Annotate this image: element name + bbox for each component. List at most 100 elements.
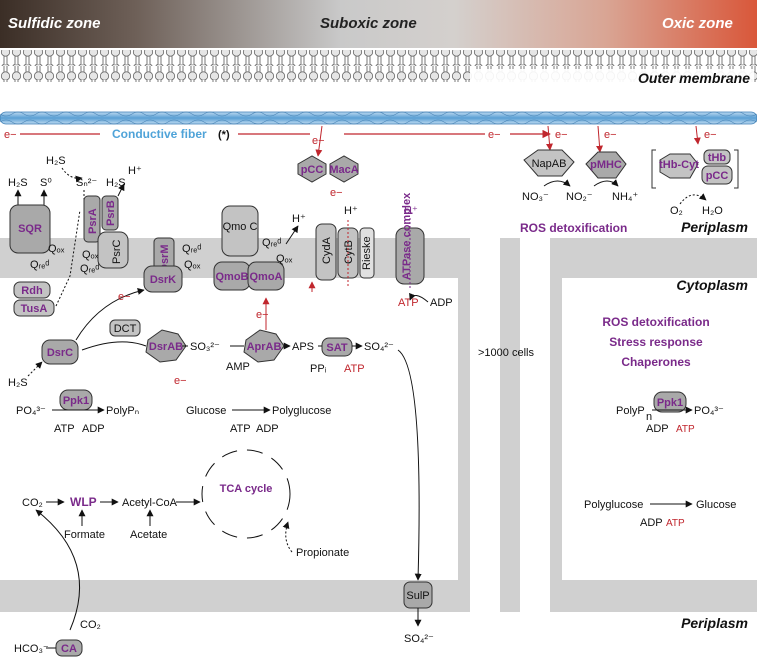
glucose-atp: ATP [230,423,251,435]
inner-membrane-bottom-right [550,580,757,612]
psr-qred: Qᵣₑᵈ [80,263,99,275]
rdh-label: Rdh [21,285,43,297]
glucose-atp-right: ATP [666,518,685,529]
thbcyt-protein [659,153,699,179]
hplus-cyt: H⁺ [344,205,358,217]
napab-label: NapAB [532,158,567,170]
no2-label: NO₂⁻ [566,191,593,203]
ppi-label: PPᵢ [310,363,327,375]
amp-label: AMP [226,361,250,373]
pmhc-protein [585,151,627,179]
dsrc-label: DsrC [47,347,73,359]
rdh-protein [13,281,51,299]
dct-protein [109,319,141,337]
electron-pcc: e− [312,135,325,147]
hco3-label: HCO₃⁻ [14,643,49,655]
ppk1-adp-left: ADP [82,423,105,435]
glucose-left: Glucose [186,405,226,417]
po4-right: PO₄³⁻ [694,405,724,417]
outer-membrane-top-leaflet [0,50,757,66]
glucose-right: Glucose [696,499,736,511]
polyp-right: PolyP [616,405,645,417]
acetylcoa-label: Acetyl-CoA [122,497,178,509]
dsrm-label: DsrM [159,244,171,272]
electron-dsrk: e− [118,291,131,303]
pcc-protein-right [701,165,733,185]
rieske-label: Rieske [361,236,373,270]
zone-sulfidic-label: Sulfidic zone [8,15,101,32]
glucose-adp: ADP [256,423,279,435]
psrc-label: PsrC [111,240,123,265]
pcc-label-right: pCC [706,170,729,182]
pmhc-label: pMHC [590,159,622,171]
electron-dsrab: e− [174,375,187,387]
so3-label: SO₃²⁻ [190,341,220,353]
zone-suboxic-label: Suboxic zone [320,15,417,32]
polyglucose-left: Polyglucose [272,405,331,417]
ros-cytoplasm-label: ROS detoxification [602,315,709,329]
sqr-protein [9,204,51,254]
ppk1-atp-right: ATP [676,424,695,435]
psr-qox: Qₒₓ [82,249,99,261]
zone-gradient-band [0,0,757,48]
sn-label: Sₙ²⁻ [76,177,97,189]
electron-napab: e− [555,129,568,141]
polyp-left: PolyPₙ [106,405,139,417]
wlp-label: WLP [70,495,97,509]
thb-label: tHb [708,152,727,164]
sat-atp: ATP [344,363,365,375]
zone-oxic-label: Oxic zone [662,15,733,32]
formate-label: Formate [64,529,105,541]
fiber-texture [0,111,757,125]
sqr-qox: Qₒₓ [48,243,65,255]
fiber-electron-left: e− [4,129,17,141]
dsrc-protein [41,339,79,365]
psra-label: PsrA [87,208,99,234]
chaperones-label: Chaperones [621,355,691,369]
thbcyt-label: tHb-Cyt [659,159,699,171]
dsrk-protein [143,265,183,293]
napab-protein [523,149,575,177]
pcc-protein-left [297,155,327,183]
electron-thb: e− [704,129,717,141]
dsrab-protein [145,329,187,363]
nh4-label: NH₄⁺ [612,191,638,203]
aps-label: APS [292,341,314,353]
propionate-label: Propionate [296,547,349,559]
maca-protein [329,155,359,183]
inner-membrane-right [550,238,757,278]
cell-junction-left [458,238,470,612]
atpase-adp: ADP [430,297,453,309]
so4-bottom: SO₄²⁻ [404,633,434,645]
sqr-label: SQR [18,223,42,235]
o2-label: O₂ [670,205,683,217]
qmoc-protein [221,205,259,257]
tca-cycle-ring [201,449,291,539]
maca-label: MacA [329,164,358,176]
tusa-label: TusA [21,303,48,315]
ros-periplasm-label: ROS detoxification [520,221,627,235]
polyp-right-subscript: n [646,411,652,423]
sat-label: SAT [326,342,347,354]
psra-protein [83,195,101,243]
hplus-qmo: H⁺ [292,213,306,225]
atpase-atp: ATP [398,297,419,309]
cytb-label: CytB [343,240,355,264]
no3-label: NO₃⁻ [522,191,549,203]
qmoa-protein [247,261,285,291]
electron-apr: e− [256,309,269,321]
stress-response-label: Stress response [609,335,703,349]
sqr-qred: Qᵣₑᵈ [30,259,49,271]
ppk1-protein-right [653,391,687,413]
electron-pmhc: e− [604,129,617,141]
qmo-qred: Qᵣₑᵈ [262,237,281,249]
psrb-label: PsrB [105,200,117,226]
cyda-protein [315,223,337,281]
electron-cyd: e− [330,187,343,199]
inner-membrane-bottom-left [0,580,470,612]
hplus-atpase: H⁺ [404,205,418,217]
aprab-label: AprAB [247,341,282,353]
dct-label: DCT [114,323,137,335]
